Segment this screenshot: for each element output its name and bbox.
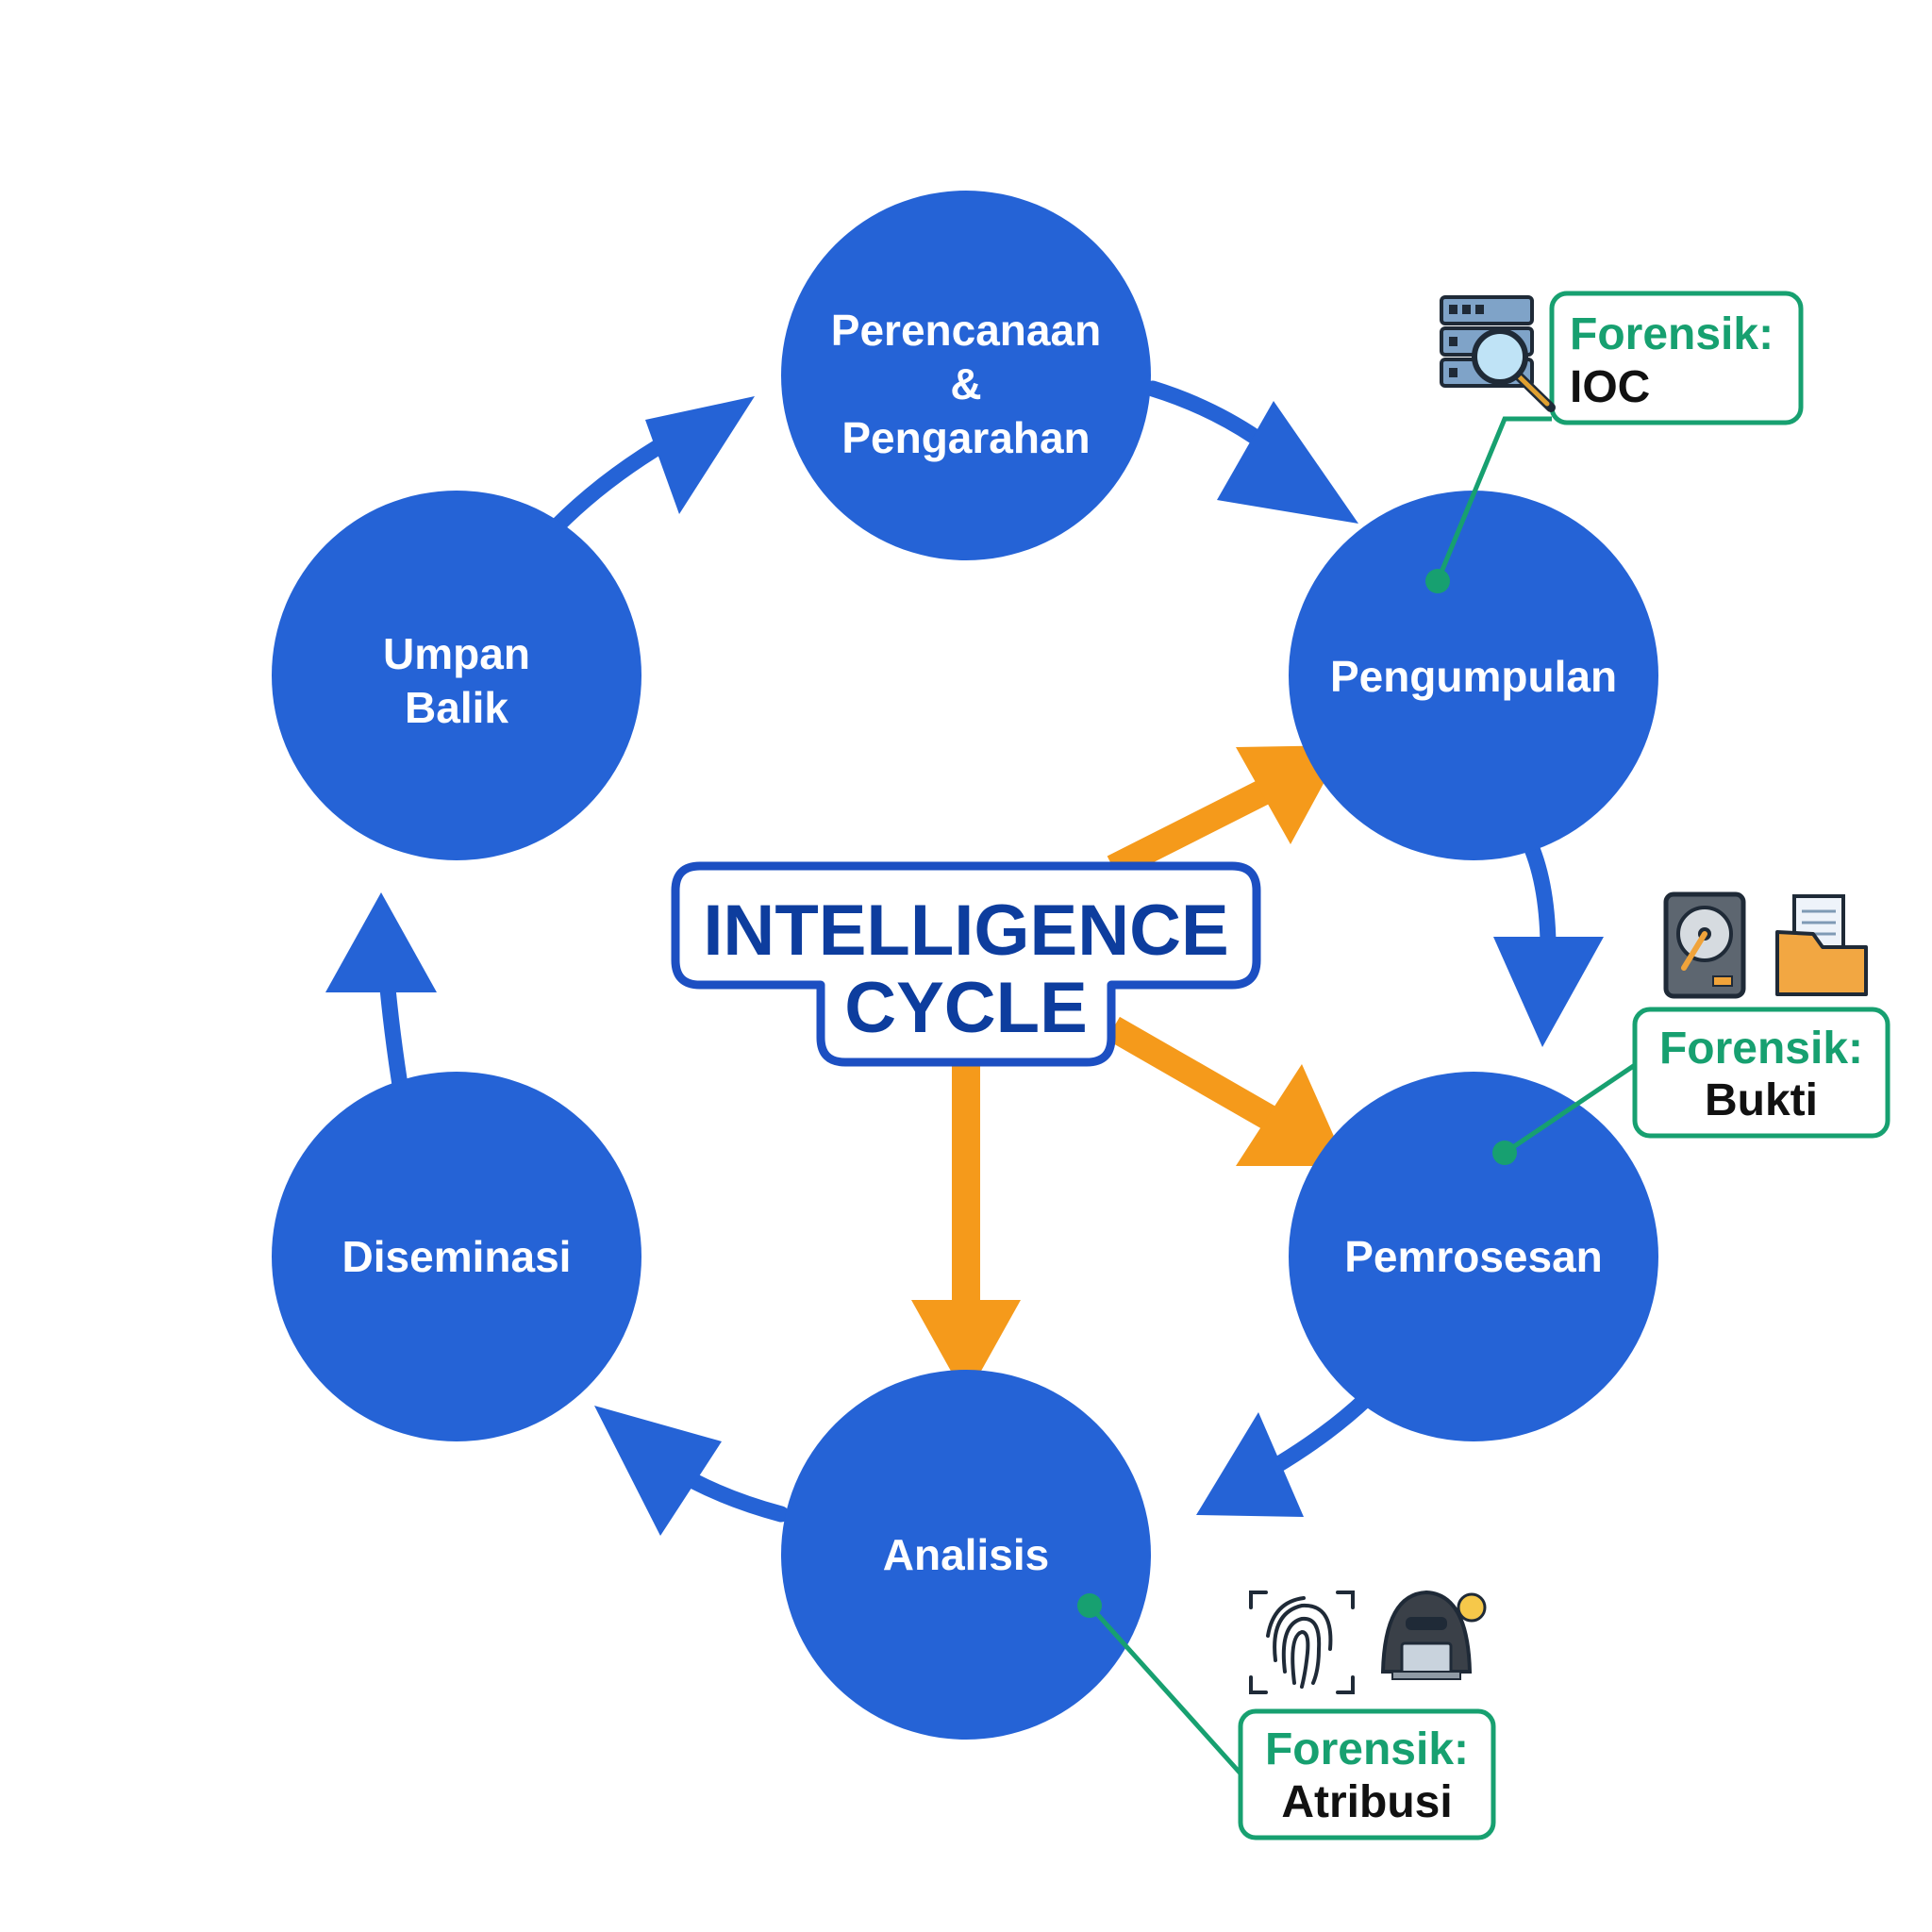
- orange-arrow-to-processing-shaft: [1107, 1016, 1297, 1142]
- phase-circle-processing: [1289, 1072, 1658, 1441]
- arrowhead-dissemination-to-feedback: [325, 892, 437, 992]
- arrowhead-analysis-to-dissemination: [594, 1406, 722, 1536]
- callout-bukti-heading: Forensik:: [1659, 1024, 1863, 1074]
- phase-label-planning-line2: &: [950, 359, 981, 408]
- phase-label-planning-line1: Perencanaan: [831, 306, 1101, 355]
- center-label: INTELLIGENCE CYCLE: [671, 861, 1261, 1067]
- server-search-icon: [1440, 295, 1556, 412]
- callout-ioc-heading: Forensik:: [1570, 309, 1774, 359]
- leader-ioc: [1435, 416, 1552, 582]
- orange-arrow-to-processing-head: [1236, 1064, 1347, 1166]
- arrowhead-collection-to-processing: [1493, 937, 1604, 1047]
- callout-leaders: [1088, 416, 1637, 1775]
- phase-label-processing: Pemrosesan: [1344, 1232, 1603, 1281]
- anchor-dot-processing: [1492, 1141, 1517, 1165]
- center-title-line2: CYCLE: [844, 968, 1088, 1048]
- leader-atribusi: [1088, 1604, 1242, 1775]
- phase-label-analysis: Analisis: [883, 1530, 1049, 1579]
- arrowhead-processing-to-analysis: [1196, 1412, 1304, 1517]
- hacker-laptop-icon: [1380, 1590, 1487, 1680]
- arrowhead-feedback-to-planning: [645, 396, 755, 514]
- callout-atribusi-box: [1238, 1708, 1496, 1840]
- callout-atribusi: Forensik: Atribusi: [1238, 1708, 1496, 1840]
- phase-label-dissemination: Diseminasi: [342, 1232, 572, 1281]
- phase-circle-collection: [1289, 491, 1658, 860]
- callout-bukti-value: Bukti: [1705, 1075, 1818, 1125]
- hard-drive-icon: [1663, 891, 1746, 999]
- callout-ioc-box: [1549, 291, 1804, 425]
- arrowhead-planning-to-collection: [1217, 401, 1358, 524]
- phase-circles: [272, 191, 1658, 1740]
- phase-label-collection: Pengumpulan: [1330, 652, 1617, 701]
- anchor-dot-collection: [1425, 569, 1450, 593]
- folder-documents-icon: [1775, 894, 1868, 996]
- center-arrows: [911, 745, 1347, 1398]
- leader-bukti: [1503, 1062, 1637, 1156]
- phase-circle-planning: [781, 191, 1151, 560]
- phase-label-feedback-line2: Balik: [405, 683, 508, 732]
- callout-ioc: Forensik: IOC: [1549, 291, 1804, 425]
- phase-circle-feedback: [272, 491, 641, 860]
- phase-circle-analysis: [781, 1370, 1151, 1740]
- phase-label-planning-line3: Pengarahan: [841, 413, 1090, 462]
- anchor-dot-analysis: [1077, 1593, 1102, 1618]
- callout-atribusi-heading: Forensik:: [1265, 1724, 1469, 1774]
- callout-atribusi-value: Atribusi: [1281, 1777, 1452, 1827]
- fingerprint-icon: [1249, 1591, 1355, 1694]
- callout-ioc-value: IOC: [1570, 362, 1650, 412]
- center-label-frame: [671, 861, 1261, 1067]
- callout-anchor-dots: [1077, 569, 1517, 1618]
- phase-circle-dissemination: [272, 1072, 641, 1441]
- center-title-line1: INTELLIGENCE: [703, 891, 1228, 971]
- callout-bukti-box: [1632, 1007, 1890, 1139]
- phase-labels: Perencanaan & Pengarahan Pengumpulan Pem…: [342, 306, 1618, 1579]
- callout-bukti: Forensik: Bukti: [1632, 1007, 1890, 1139]
- cycle-arrowheads: [325, 396, 1604, 1536]
- phase-label-feedback-line1: Umpan: [383, 629, 530, 678]
- orange-arrow-to-collection-shaft: [1107, 766, 1297, 880]
- orange-arrow-to-analysis-head: [911, 1300, 1021, 1398]
